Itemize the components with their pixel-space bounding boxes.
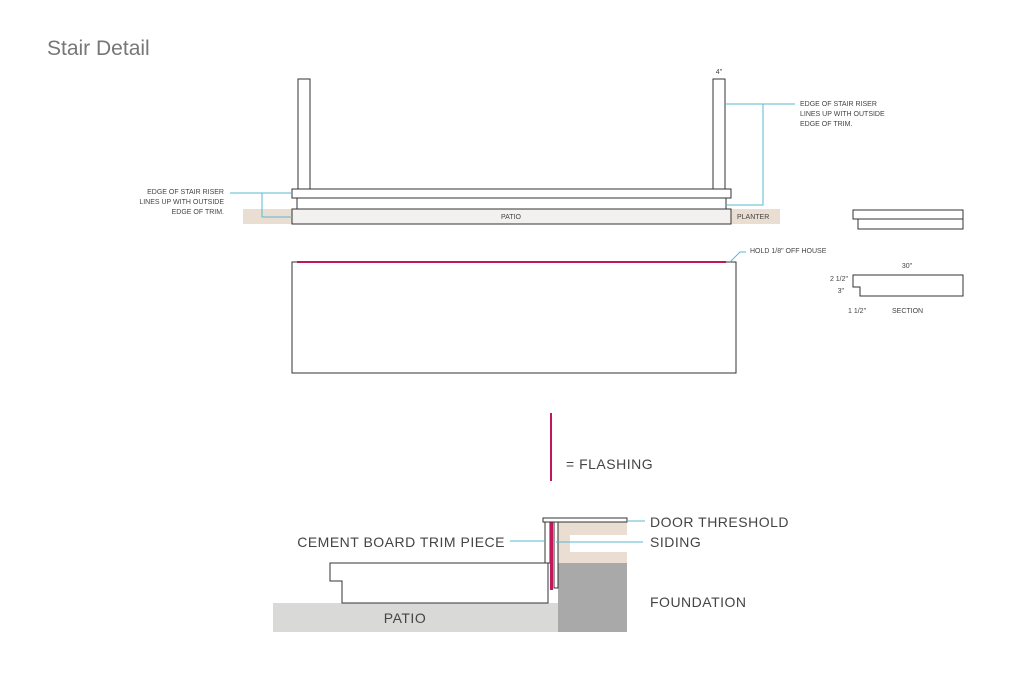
section-profile bbox=[852, 274, 964, 297]
detail-patio bbox=[273, 603, 559, 632]
flashing-legend-label: = FLASHING bbox=[566, 456, 653, 472]
right-note-3: EDGE OF TRIM. bbox=[800, 121, 852, 128]
left-note-1: EDGE OF STAIR RISER bbox=[147, 189, 224, 196]
hold-note: HOLD 1/8" OFF HOUSE bbox=[750, 248, 827, 255]
left-note-3: EDGE OF TRIM. bbox=[172, 209, 224, 216]
stair-plan: PATIO PLANTER 4" EDGE OF STAIR RISER LIN… bbox=[139, 69, 885, 225]
stair-elevation: HOLD 1/8" OFF HOUSE bbox=[291, 248, 827, 374]
section-top-board bbox=[852, 209, 964, 220]
planter-label: PLANTER bbox=[737, 214, 769, 221]
door-threshold bbox=[542, 517, 628, 523]
right-leader bbox=[725, 103, 795, 206]
left-leader bbox=[230, 192, 292, 218]
left-post bbox=[297, 78, 311, 190]
threshold-label: DOOR THRESHOLD bbox=[650, 514, 789, 530]
right-note-2: LINES UP WITH OUTSIDE bbox=[800, 111, 885, 118]
cement-board-trim bbox=[544, 521, 551, 564]
trim-label: CEMENT BOARD TRIM PIECE bbox=[297, 534, 505, 550]
section-dim-b: 3" bbox=[838, 288, 845, 295]
tread-section: 30" 2 1/2" 3" 1 1/2" SECTION bbox=[830, 209, 964, 315]
section-width: 30" bbox=[902, 263, 913, 270]
section-dim-a: 2 1/2" bbox=[830, 276, 849, 283]
left-note-2: LINES UP WITH OUTSIDE bbox=[139, 199, 224, 206]
flashing bbox=[550, 522, 553, 590]
riser bbox=[296, 197, 727, 210]
patio-label: PATIO bbox=[501, 214, 522, 221]
page-title: Stair Detail bbox=[47, 37, 150, 60]
foundation bbox=[558, 563, 627, 632]
siding-board bbox=[553, 521, 559, 589]
foundation-label: FOUNDATION bbox=[650, 594, 747, 610]
section-bottom-board bbox=[857, 218, 964, 230]
threshold-detail: PATIO CEMENT BOARD TRIM PIECE DOOR THRES… bbox=[273, 514, 789, 632]
right-note-1: EDGE OF STAIR RISER bbox=[800, 101, 877, 108]
section-label: SECTION bbox=[892, 308, 923, 315]
stair-step bbox=[329, 562, 549, 604]
siding-area bbox=[558, 522, 627, 563]
tread bbox=[291, 188, 732, 199]
hold-leader bbox=[729, 251, 746, 263]
siding-label: SIDING bbox=[650, 534, 701, 550]
right-post bbox=[712, 78, 726, 190]
detail-patio-label: PATIO bbox=[384, 610, 426, 626]
elevation-box bbox=[291, 261, 737, 374]
section-dim-c: 1 1/2" bbox=[848, 308, 867, 315]
flashing-legend: = FLASHING bbox=[550, 413, 653, 481]
planter-area bbox=[731, 209, 780, 224]
post-width-label: 4" bbox=[716, 69, 723, 76]
